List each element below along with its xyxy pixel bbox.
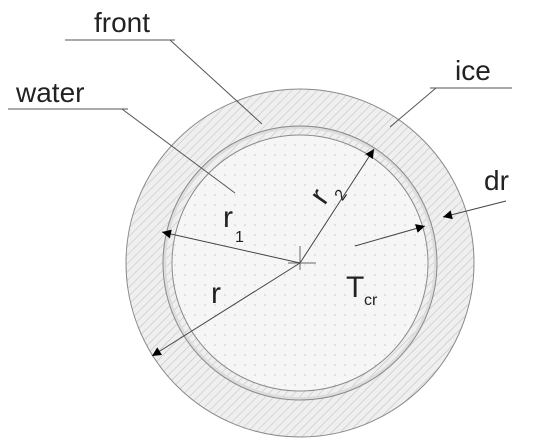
r2-arrow <box>299 148 375 264</box>
dr-label: dr <box>484 165 509 196</box>
dr-arrow <box>442 200 507 220</box>
svg-text:cr: cr <box>364 292 378 309</box>
ice-leader <box>389 87 512 128</box>
water-leader <box>8 108 236 194</box>
r1-arrow <box>161 229 301 264</box>
water-label: water <box>15 77 84 108</box>
inner-arrow <box>354 224 426 247</box>
tcr-label: T cr <box>346 271 378 309</box>
svg-text:T: T <box>346 271 364 304</box>
svg-text:r: r <box>223 201 233 234</box>
center-mark <box>288 246 316 270</box>
front-label: front <box>94 7 150 38</box>
ice-label: ice <box>455 55 491 86</box>
front-leader <box>65 39 263 125</box>
r-label: r <box>211 277 221 310</box>
svg-text:1: 1 <box>235 229 244 246</box>
r-arrow <box>151 262 301 357</box>
r1-label: r 1 <box>223 201 244 246</box>
